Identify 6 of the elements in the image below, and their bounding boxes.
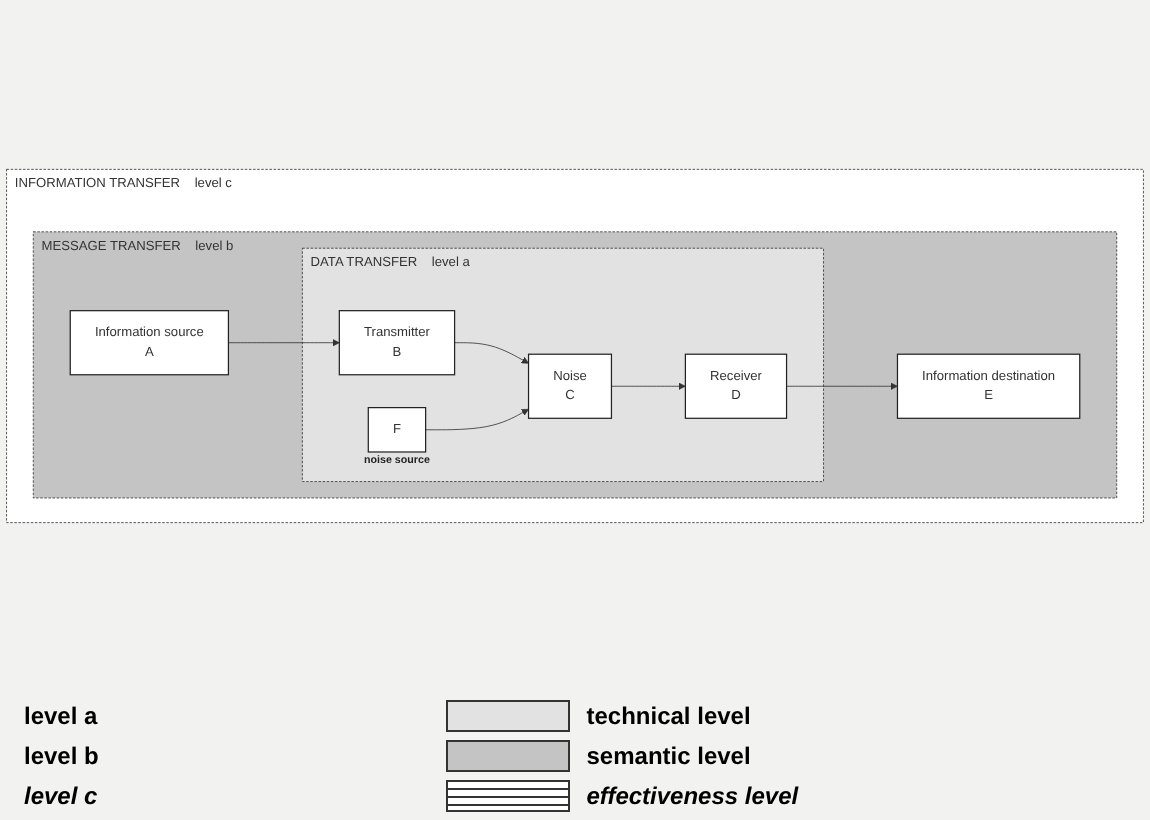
legend-level-label: level c — [24, 782, 100, 810]
legend-level-label: level a — [24, 702, 100, 730]
legend-text: technical level — [586, 702, 753, 730]
legend-level-label: level b — [24, 742, 101, 770]
legend-text: effectiveness level — [586, 782, 801, 810]
legend-text: semantic level — [586, 742, 753, 770]
